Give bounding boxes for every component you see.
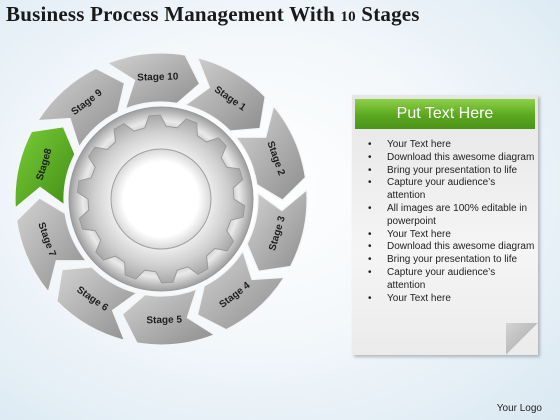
page-title: Business Process Management With 10 Stag… bbox=[6, 2, 420, 26]
stage-segment bbox=[246, 188, 308, 272]
panel-header: Put Text Here bbox=[355, 99, 535, 129]
bullet-item: Capture your audience’s attention bbox=[360, 267, 535, 293]
bullet-item: Bring your presentation to life bbox=[360, 254, 535, 267]
bullet-item: Download this awesome diagram bbox=[360, 241, 535, 254]
bullet-item: Your Text here bbox=[360, 229, 535, 242]
bullet-item: Your Text here bbox=[360, 139, 535, 152]
stage-segment bbox=[106, 52, 201, 110]
bullet-item: Download this awesome diagram bbox=[360, 152, 535, 165]
bullet-item: Your Text here bbox=[360, 293, 535, 306]
stage-segment bbox=[56, 266, 139, 342]
stage-segment bbox=[36, 67, 126, 149]
stage-label: Stage 5 bbox=[146, 314, 182, 326]
stage-segment bbox=[15, 197, 88, 294]
logo-text: Your Logo bbox=[496, 403, 542, 414]
page-curl bbox=[506, 323, 538, 355]
stage-label: Stage 10 bbox=[137, 71, 179, 83]
bullet-item: Bring your presentation to life bbox=[360, 165, 535, 178]
stage-segment bbox=[121, 288, 216, 346]
stage-segment bbox=[234, 104, 307, 201]
bullet-list: Your Text here Download this awesome dia… bbox=[360, 139, 535, 305]
stage-segment bbox=[196, 249, 286, 331]
stage-segment bbox=[14, 126, 76, 210]
bullet-item: Capture your audience’s attention bbox=[360, 177, 535, 203]
stage-segment bbox=[183, 56, 266, 132]
gear-hole bbox=[110, 148, 212, 250]
bullet-item: All images are 100% editable in powerpoi… bbox=[360, 203, 535, 229]
